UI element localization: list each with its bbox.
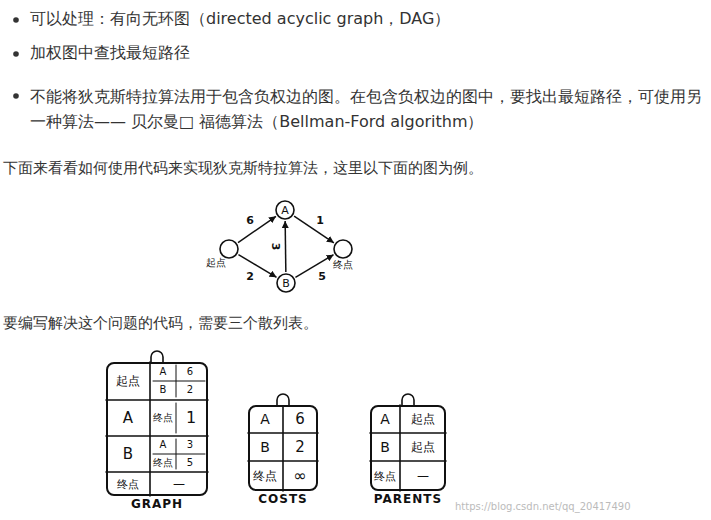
grid-line [153,454,205,455]
table-cell: B [108,438,148,470]
circle-outline [333,239,353,259]
grid-line [248,432,318,434]
grid-line [370,432,446,434]
node-label: B [282,278,290,289]
bullet-dot [13,51,19,57]
hash-table: PARENTS [370,405,446,491]
edge-weight: 5 [317,271,327,282]
paragraph: 下面来看看如何使用代码来实现狄克斯特拉算法，这里以下面的图为例。 [3,158,483,179]
table-cell: A [372,407,398,431]
table-title: GRAPH [131,498,183,511]
table-cell: B [372,435,398,459]
bullet-dot [13,93,19,99]
edge-weight: 6 [245,215,255,226]
grid-line [248,460,318,462]
clip [402,394,414,405]
node-label: 起点 [206,258,226,268]
hash-table: GRAPH [106,362,208,496]
table-cell: B [152,382,174,398]
grid-line [399,405,401,491]
grid-line [176,403,177,433]
hash-table: COSTS [248,405,318,491]
table-cell: 终点 [371,463,399,489]
table-cell: A [152,364,174,380]
weighted-edge [238,216,276,242]
weighted-edge [295,255,333,278]
grid-line [282,405,284,491]
weighted-edge [284,221,286,272]
circle-outline [220,240,238,258]
grid-line [106,399,208,401]
node-label: 终点 [333,260,353,270]
end-circle: 终点 [333,239,353,259]
grid-line [149,362,151,496]
edge-weight: 2 [245,271,255,282]
node-label: A [281,205,289,216]
circle-outline [276,201,294,219]
graph-node-circle: A [275,200,295,220]
graph-node-circle: B [276,273,296,293]
start-circle: 起点 [219,239,239,259]
weighted-edge [238,255,276,278]
table-cell: — [403,463,443,489]
table-cell: 终点 [151,404,175,432]
bullet-text: 不能将狄克斯特拉算法用于包含负权边的图。在包含负权边的图中，要找出最短路径，可使… [30,84,705,134]
paragraph: 要编写解决这个问题的代码，需要三个散列表。 [3,313,318,334]
table-cell: A [152,437,174,453]
circle-outline [277,274,295,292]
table-title: PARENTS [374,493,442,506]
table-cell: 终点 [151,455,175,471]
table-cell: 2 [177,382,203,398]
circle-outline [219,239,239,259]
table-cell: ∞ [285,463,315,489]
table-grid [106,362,446,496]
edge-weight: 3 [271,241,282,251]
table-cell: — [152,473,206,495]
bullet-dots [13,17,19,99]
watermark: https://blog.csdn.net/qq_20417490 [455,500,631,514]
table-cell: 5 [177,455,203,471]
table-cell: 6 [177,364,203,380]
table-cell: 1 [177,404,205,432]
clip [277,394,289,405]
table-cell: A [108,402,148,434]
table-cell: A [250,407,280,431]
bullet-dot [13,17,19,23]
table-cell: 起点 [402,435,444,459]
bullet-text: 加权图中查找最短路径 [30,42,190,64]
table-cell: 起点 [108,363,148,399]
table-cell: B [250,435,280,459]
table-cell: 2 [285,435,315,459]
weighted-edge [294,216,334,243]
clip [151,351,163,362]
clipboard-clips [151,351,414,405]
grid-line [106,471,208,473]
table-cell: 6 [285,407,315,431]
bullet-text: 可以处理：有向无环图（directed acyclic graph，DAG） [30,8,450,30]
grid-line [370,460,446,462]
edge-weight: 1 [315,215,325,226]
grid-line [153,381,205,382]
table-cell: 3 [177,437,203,453]
table-title: COSTS [258,493,307,506]
table-cell: 终点 [249,463,281,489]
grid-line [106,435,208,437]
circle-outline [334,240,352,258]
table-cell: 终点 [108,473,148,495]
table-cell: 起点 [402,407,444,431]
